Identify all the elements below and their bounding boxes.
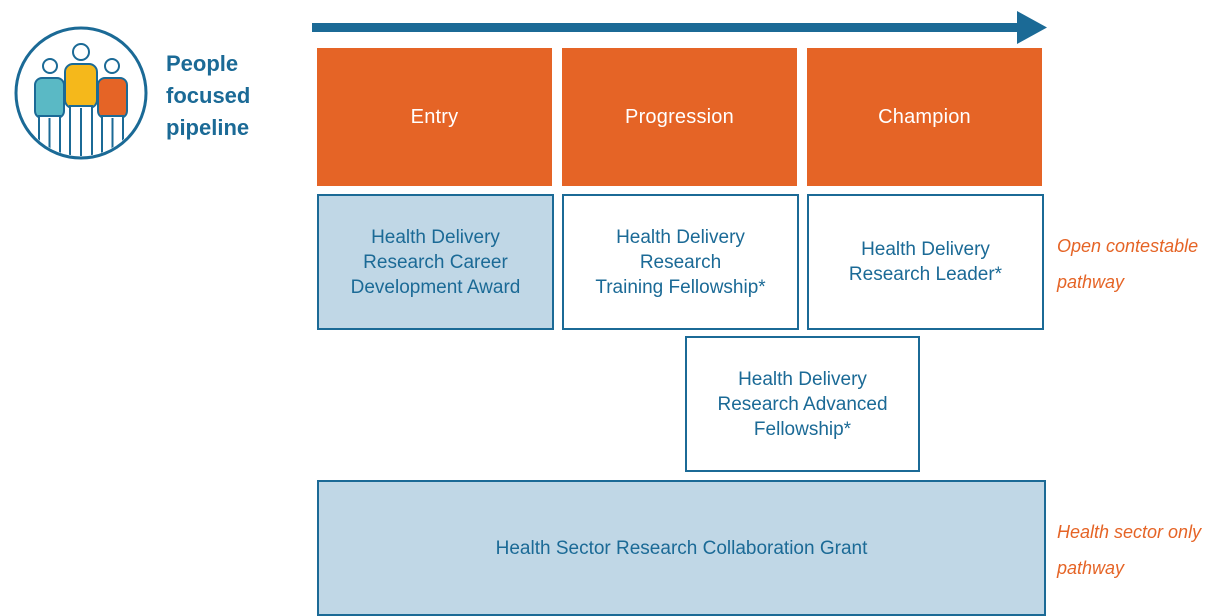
right-arrow-icon	[312, 8, 1047, 48]
health-sector-pathway-label: Health sector only pathway	[1057, 522, 1202, 578]
stage-entry: Entry	[317, 48, 552, 186]
stage-progression: Progression	[562, 48, 797, 186]
training-fellowship-card: Health Delivery Research Training Fellow…	[562, 194, 799, 330]
advanced-fellowship-card: Health Delivery Research Advanced Fellow…	[685, 336, 920, 472]
collaboration-grant-card: Health Sector Research Collaboration Gra…	[317, 480, 1046, 616]
brand-title: People focused pipeline	[166, 51, 251, 140]
open-pathway-label: Open contestable pathway	[1057, 236, 1199, 292]
career-development-award-card: Health Delivery Research Career Developm…	[317, 194, 554, 330]
people-group-icon	[8, 20, 154, 166]
stage-champion: Champion	[807, 48, 1042, 186]
research-leader-card: Health Delivery Research Leader*	[807, 194, 1044, 330]
